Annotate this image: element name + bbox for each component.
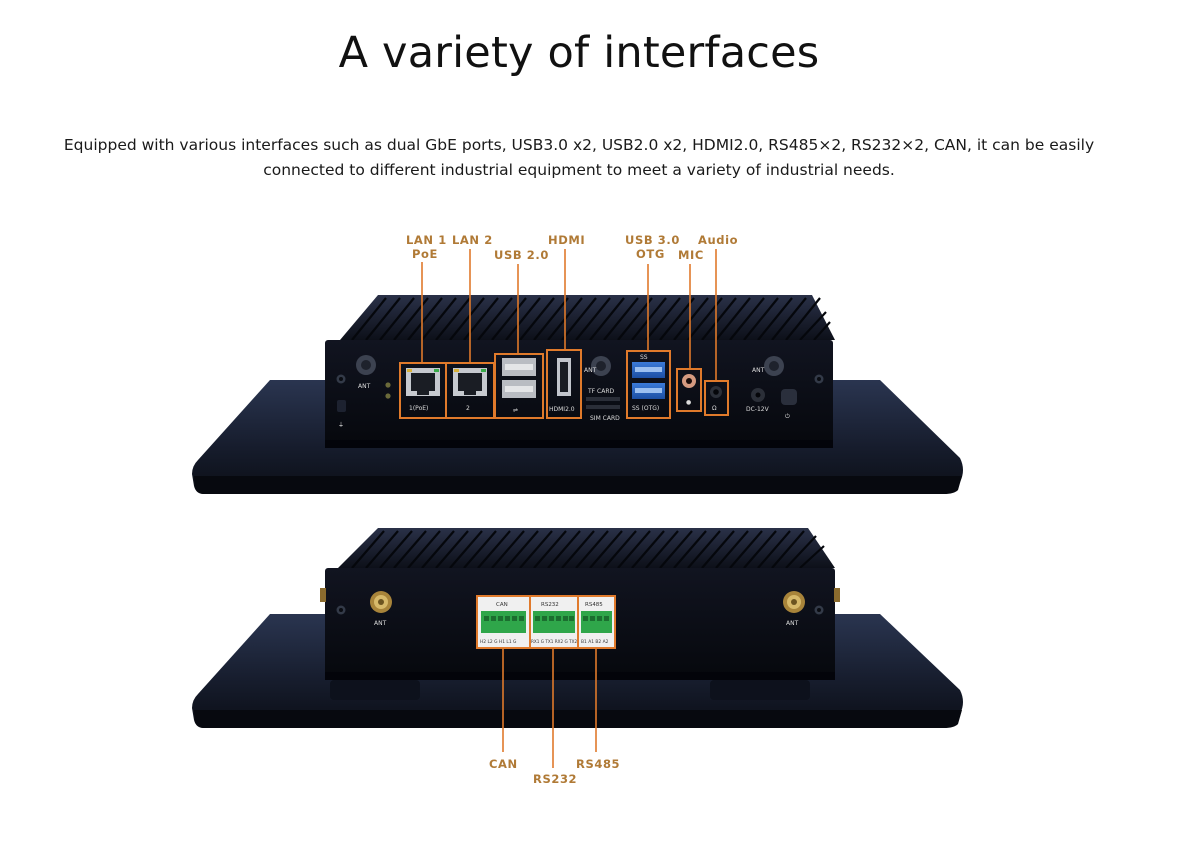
tf-card-slot (586, 397, 620, 401)
terminal-block-rs232: RS232 RX1 G TX1 RX2 G TX2 (529, 595, 579, 649)
front-callout-labels: LAN 1 PoE LAN 2 USB 2.0 HDMI USB 3.0 OTG… (406, 233, 738, 262)
rear-callout-lines (502, 648, 597, 768)
callout-mic: MIC (678, 248, 704, 262)
silk-ant-left: ANT (358, 383, 371, 390)
callout-can: CAN (489, 757, 518, 771)
silk-lan1: 1(PoE) (409, 405, 428, 412)
ground-icon: ⏚ (338, 422, 344, 429)
description-line-1: Equipped with various interfaces such as… (63, 136, 1095, 154)
mic-icon: ● (686, 399, 691, 406)
rear-unit: ANT ANT CAN H2 L2 G H1 L1 G RS232 RX1 G … (192, 528, 963, 728)
callout-lan1-poe: PoE (412, 247, 438, 261)
silk-rs485: RS485 (585, 602, 603, 608)
callout-usb20: USB 2.0 (494, 248, 549, 262)
rear-antenna-right: ANT (783, 591, 805, 627)
silk-usb3-top: SS (640, 354, 648, 361)
terminal-block-can: CAN H2 L2 G H1 L1 G (476, 595, 531, 649)
front-unit: ANT ⏚ 1(PoE) 2 (192, 295, 963, 494)
sim-card-slot (586, 405, 620, 409)
callout-rs485: RS485 (576, 757, 620, 771)
lan1-port: 1(PoE) (399, 362, 447, 419)
hdmi-port: HDMI2.0 (546, 349, 582, 419)
silk-can: CAN (496, 602, 508, 608)
terminal-block-rs485: RS485 B1 A1 B2 A2 (577, 595, 616, 649)
headphone-icon: Ω (712, 405, 717, 412)
silk-dc: DC-12V (746, 406, 770, 413)
lan2-port: 2 (445, 362, 495, 419)
page-title: A variety of interfaces (338, 28, 820, 78)
description-line-2: connected to different industrial equipm… (263, 161, 895, 179)
front-callout-lines (421, 249, 717, 381)
silk-ant-mid: ANT (584, 367, 597, 374)
power-button (781, 389, 797, 405)
callout-rs232: RS232 (533, 772, 577, 786)
silk-rs232: RS232 (541, 602, 559, 608)
callout-hdmi: HDMI (548, 233, 585, 247)
silk-can-pins: H2 L2 G H1 L1 G (480, 639, 517, 645)
usb-icon: ⇌ (513, 407, 518, 414)
callout-lan1: LAN 1 (406, 233, 447, 247)
silk-hdmi: HDMI2.0 (549, 406, 575, 413)
silk-rear-ant-left: ANT (374, 620, 387, 627)
page-description: Equipped with various interfaces such as… (60, 133, 1098, 183)
silk-ant-right: ANT (752, 367, 765, 374)
silk-sim-card: SIM CARD (590, 415, 620, 422)
silk-usb3-otg: SS (OTG) (632, 405, 659, 412)
mic-jack: ● (676, 368, 702, 412)
rear-callout-labels: CAN RS232 RS485 (489, 757, 620, 786)
silk-rs232-pins: RX1 G TX1 RX2 G TX2 (531, 639, 578, 644)
usb20-ports: ⇌ (494, 353, 544, 419)
front-heatsink (340, 295, 835, 341)
usb30-ports: SS SS (OTG) (626, 350, 671, 419)
callout-lan2: LAN 2 (452, 233, 493, 247)
silk-lan2: 2 (466, 405, 470, 412)
callout-usb30: USB 3.0 (625, 233, 680, 247)
rear-heatsink (338, 528, 835, 569)
front-base-edge (194, 476, 962, 494)
callout-audio: Audio (698, 233, 738, 247)
silk-tf-card: TF CARD (587, 388, 614, 395)
rear-antenna-left: ANT (370, 591, 392, 627)
silk-rs485-pins: B1 A1 B2 A2 (581, 639, 609, 645)
silk-rear-ant-right: ANT (786, 620, 799, 627)
callout-usb30-otg: OTG (636, 247, 665, 261)
power-icon: ⏻ (785, 413, 790, 420)
